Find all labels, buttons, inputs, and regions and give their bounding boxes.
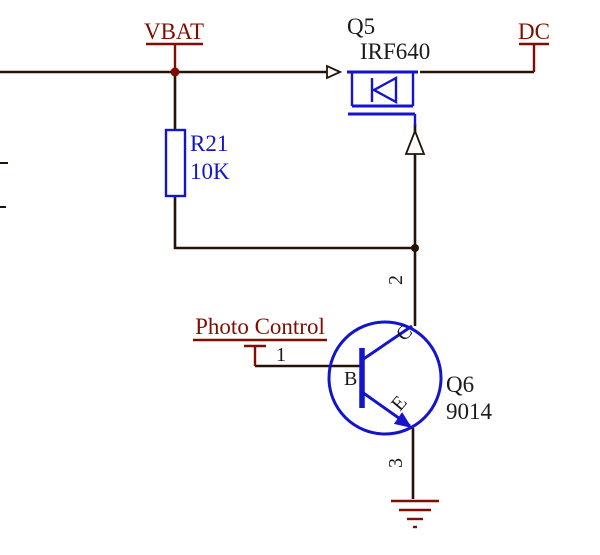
q6-base-letter: B — [344, 368, 357, 390]
resistor-r21-symbol — [164, 128, 187, 198]
body-diode-triangle — [371, 75, 398, 105]
q5-part-label: IRF640 — [360, 39, 430, 64]
vbat-junction-dot — [170, 67, 180, 77]
mosfet-q5-symbol — [347, 70, 418, 126]
transistor-q6-symbol — [327, 320, 443, 436]
vbat-port-label: VBAT — [144, 19, 204, 44]
dc-port-symbol — [519, 42, 549, 72]
pin2-label: 2 — [385, 275, 407, 285]
photo-control-port-symbol — [193, 338, 327, 366]
photo-control-port-label: Photo Control — [195, 314, 325, 339]
pin1-label: 1 — [276, 344, 286, 366]
net-direction-arrow — [326, 64, 343, 80]
q6-body-circle — [327, 320, 443, 436]
r21-value-label: 10K — [190, 159, 230, 184]
r21-bottom-wire — [173, 196, 415, 250]
feedback-junction-dot — [411, 244, 419, 252]
q6-part-label: 9014 — [446, 399, 493, 424]
q5-designator-label: Q5 — [347, 14, 375, 39]
ground-symbol — [391, 499, 439, 529]
q6-collector-line — [361, 324, 413, 362]
q6-emitter-arrow — [393, 412, 412, 428]
q6-designator-label: Q6 — [446, 372, 474, 397]
r21-designator-label: R21 — [190, 131, 228, 156]
source-up-arrow — [404, 128, 426, 155]
pin3-label: 3 — [385, 458, 407, 468]
dc-port-label: DC — [518, 19, 550, 44]
vbat-port-symbol — [146, 42, 203, 70]
